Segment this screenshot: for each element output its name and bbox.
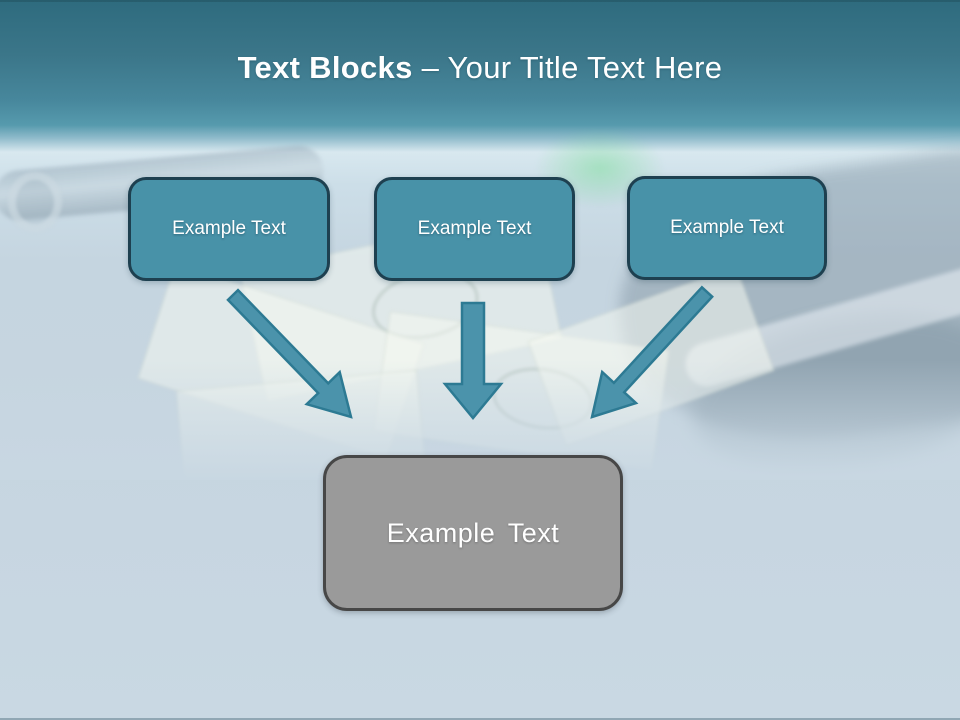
result-text-block-label: Example Text	[386, 517, 560, 548]
text-block-3[interactable]: Example Text	[627, 176, 827, 280]
slide-top-edge	[0, 0, 960, 2]
pen-cap-ring	[8, 172, 62, 232]
text-block-2-label: Example Text	[417, 218, 532, 239]
arrow-down[interactable]	[442, 301, 504, 420]
text-block-3-label: Example Text	[670, 217, 784, 238]
text-block-1-label: Example Text	[172, 218, 286, 239]
arrow-down-right[interactable]	[226, 288, 353, 419]
slide-title[interactable]: Text Blocks– Your Title Text Here	[0, 50, 960, 86]
title-regular-text: – Your Title Text Here	[421, 50, 723, 85]
text-block-2[interactable]: Example Text	[374, 177, 575, 281]
text-block-1[interactable]: Example Text	[128, 177, 330, 281]
result-text-block[interactable]: Example Text	[323, 455, 623, 611]
slide-bottom-edge	[0, 718, 960, 720]
arrow-down-left[interactable]	[590, 285, 714, 419]
title-bold-text: Text Blocks	[237, 50, 413, 85]
